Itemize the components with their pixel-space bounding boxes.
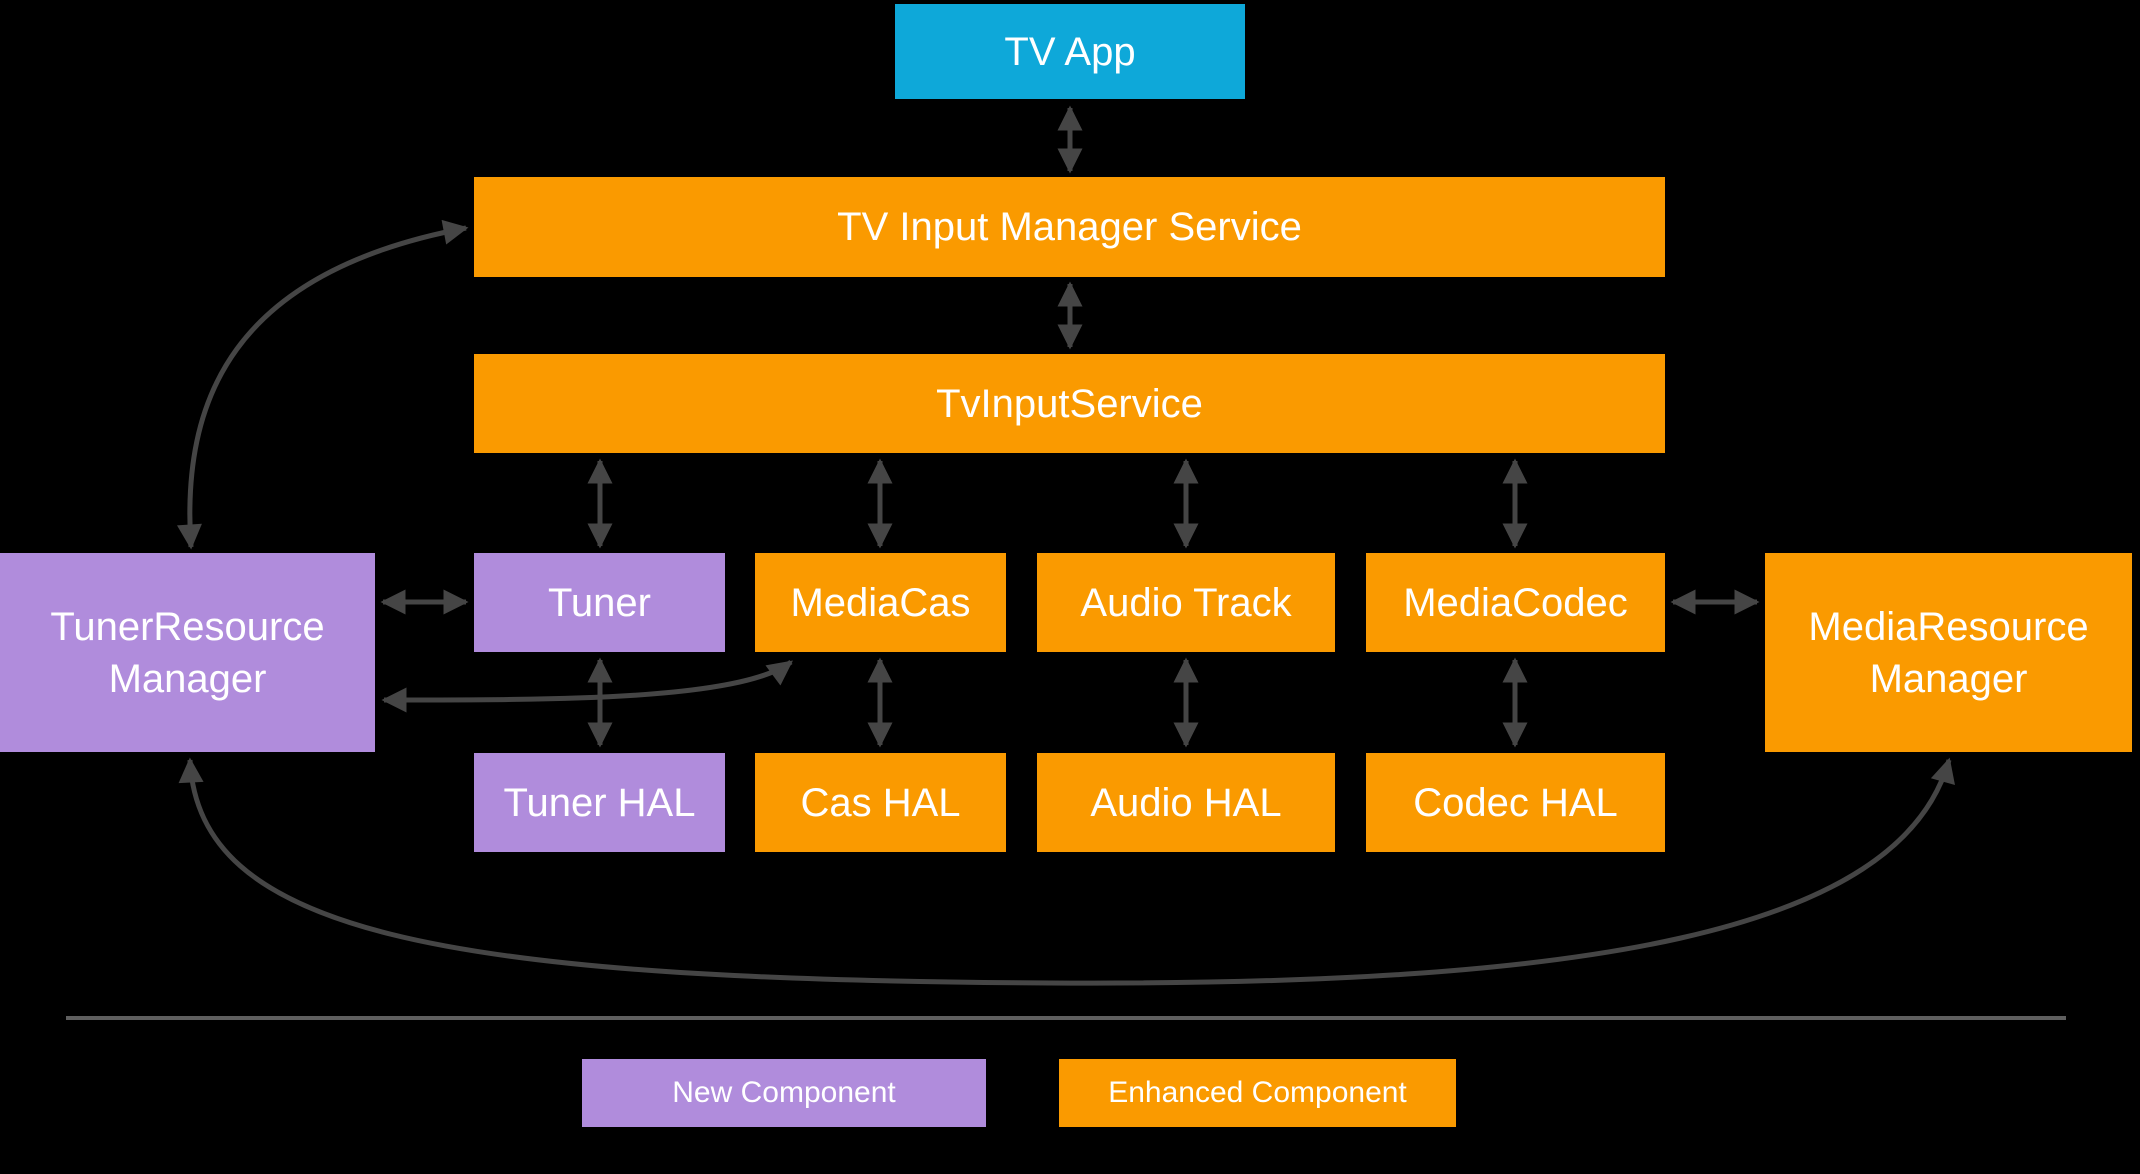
- node-tv-input-manager-service: TV Input Manager Service: [474, 177, 1665, 277]
- node-tuner: Tuner: [474, 553, 725, 652]
- legend-enhanced-component: Enhanced Component: [1059, 1059, 1456, 1127]
- curve-trm-mediacas: [381, 659, 794, 713]
- node-codec-hal: Codec HAL: [1366, 753, 1665, 852]
- curve-trm-mrm: [178, 757, 1955, 986]
- node-audio-hal: Audio HAL: [1037, 753, 1335, 852]
- curve-trm-tims: [177, 219, 469, 550]
- node-media-resource-manager: MediaResource Manager: [1765, 553, 2132, 752]
- node-audio-track: Audio Track: [1037, 553, 1335, 652]
- node-tuner-resource-manager: TunerResource Manager: [0, 553, 375, 752]
- node-tv-input-service: TvInputService: [474, 354, 1665, 453]
- node-tv-app: TV App: [895, 4, 1245, 99]
- legend-new-component: New Component: [582, 1059, 986, 1127]
- node-media-codec: MediaCodec: [1366, 553, 1665, 652]
- node-tuner-hal: Tuner HAL: [474, 753, 725, 852]
- node-media-cas: MediaCas: [755, 553, 1006, 652]
- node-cas-hal: Cas HAL: [755, 753, 1006, 852]
